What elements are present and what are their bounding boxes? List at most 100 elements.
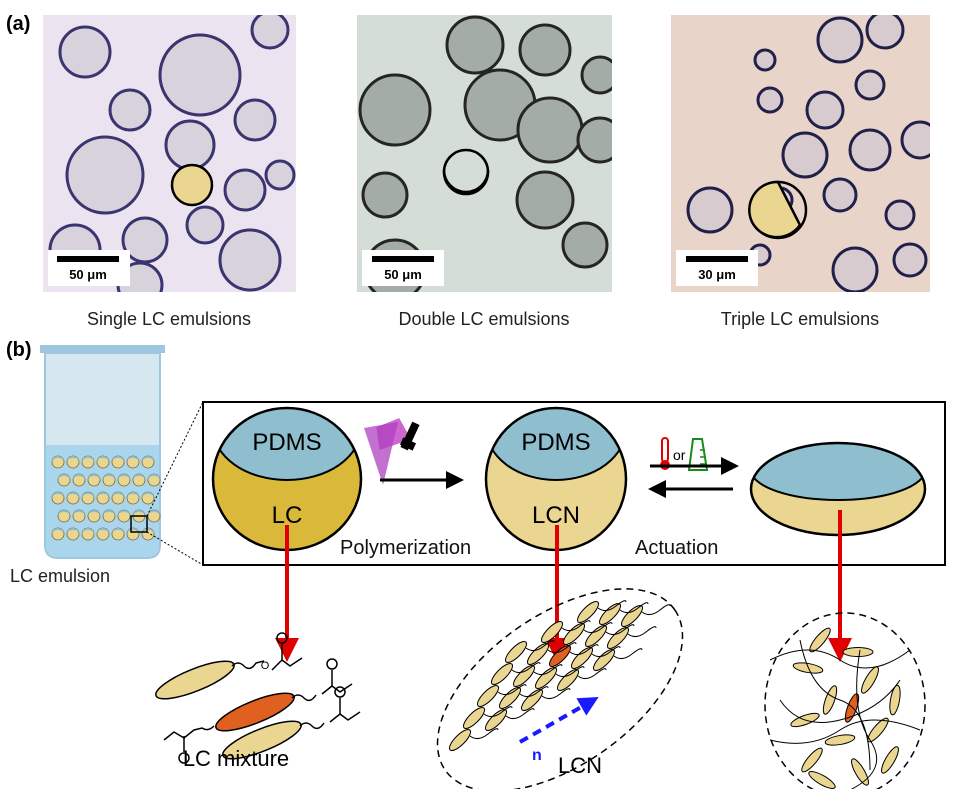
mesogen	[881, 746, 899, 774]
vial-droplet	[111, 527, 125, 541]
mesogen	[448, 728, 472, 752]
vial	[40, 345, 165, 559]
mesogen	[498, 686, 522, 710]
vial-droplet	[66, 491, 80, 505]
droplet-lcn: PDMS LCN	[484, 406, 628, 552]
vial-droplet	[132, 473, 146, 487]
crosslink	[555, 666, 585, 678]
mesogen	[548, 644, 572, 668]
vial-droplets	[51, 455, 161, 541]
crosslink	[591, 646, 621, 658]
mesogen	[861, 666, 879, 694]
vial-droplet	[51, 455, 65, 469]
vial-droplet	[147, 473, 161, 487]
mesogen	[598, 602, 622, 626]
mesogen	[889, 684, 901, 716]
vial-droplet	[87, 473, 101, 487]
step-polymerization: Polymerization	[340, 537, 471, 559]
label-lc-mixture: LC mixture	[183, 746, 289, 771]
crosslink	[597, 600, 627, 612]
vial-droplet	[126, 527, 140, 541]
crosslink	[561, 620, 591, 632]
mesogen	[570, 646, 594, 670]
panel-b-label: (b)	[6, 339, 32, 361]
micrograph-single	[43, 15, 296, 292]
mesogen	[808, 771, 836, 789]
mesogen	[526, 642, 550, 666]
crosslink	[569, 644, 599, 656]
vial-droplet	[141, 455, 155, 469]
crosslink	[799, 639, 871, 771]
step-actuation: Actuation	[635, 537, 718, 559]
crosslink	[541, 688, 571, 700]
mesogen	[476, 684, 500, 708]
caption-double: Double LC emulsions	[398, 309, 569, 329]
vial-droplet	[102, 509, 116, 523]
crosslink	[619, 602, 649, 614]
crosslink	[583, 622, 613, 634]
mesogen	[842, 647, 874, 657]
vial-droplet	[81, 491, 95, 505]
vial-droplet	[51, 491, 65, 505]
vial-droplet	[126, 491, 140, 505]
droplet-lc: PDMS LC	[211, 406, 363, 552]
vial-droplet	[96, 491, 110, 505]
vial-droplet	[117, 473, 131, 487]
mesogen	[556, 668, 580, 692]
droplet-actuated	[749, 441, 927, 537]
mesogen	[606, 626, 630, 650]
vial-droplet	[147, 509, 161, 523]
vial-droplet	[72, 473, 86, 487]
mesogen	[809, 627, 831, 653]
vial-droplet	[72, 509, 86, 523]
vial-droplet	[81, 455, 95, 469]
vial-droplet	[141, 527, 155, 541]
vial-droplet	[126, 455, 140, 469]
mesogen	[620, 604, 644, 628]
crosslink	[525, 640, 555, 652]
mesogen	[584, 624, 608, 648]
mesogen	[562, 622, 586, 646]
vial-droplet	[96, 527, 110, 541]
crosslink	[605, 624, 635, 636]
crosslink	[505, 708, 535, 720]
svg-text:PDMS: PDMS	[521, 429, 590, 456]
vial-droplet	[51, 527, 65, 541]
crosslink	[577, 668, 607, 680]
caption-triple: Triple LC emulsions	[721, 309, 879, 329]
crosslink	[849, 649, 878, 791]
crosslink	[769, 719, 921, 744]
zoom-line-bottom	[146, 531, 204, 566]
lc-mixture-diagram	[155, 632, 361, 764]
vial-droplet	[57, 509, 71, 523]
micrograph-double	[357, 15, 612, 292]
svg-text:30 μm: 30 μm	[698, 267, 736, 282]
vial-label: LC emulsion	[10, 566, 110, 586]
crosslink	[641, 604, 671, 616]
vial-droplet	[111, 491, 125, 505]
vial-droplet	[141, 491, 155, 505]
svg-text:LC: LC	[272, 502, 303, 529]
zoom-line-top	[146, 401, 204, 517]
svg-text:PDMS: PDMS	[252, 429, 321, 456]
lcn-network-diagram: n	[436, 588, 684, 792]
crosslink	[533, 664, 563, 676]
mesogen	[822, 685, 838, 715]
vial-droplet	[111, 455, 125, 469]
mesogen	[576, 600, 600, 624]
mesogen	[592, 648, 616, 672]
panel-a-label: (a)	[6, 13, 30, 35]
crosslink	[627, 626, 657, 638]
vial-droplet	[66, 527, 80, 541]
scale-bar-2: 50 μm	[362, 250, 444, 286]
crosslink	[497, 684, 527, 696]
mesogen	[824, 734, 856, 746]
mesogen	[462, 706, 486, 730]
crosslink	[483, 706, 513, 718]
svg-text:LCN: LCN	[532, 502, 580, 529]
vial-droplet	[57, 473, 71, 487]
mesogen	[490, 662, 514, 686]
oxygen-label: O	[261, 660, 270, 672]
scale-bar-1: 50 μm	[48, 250, 130, 286]
